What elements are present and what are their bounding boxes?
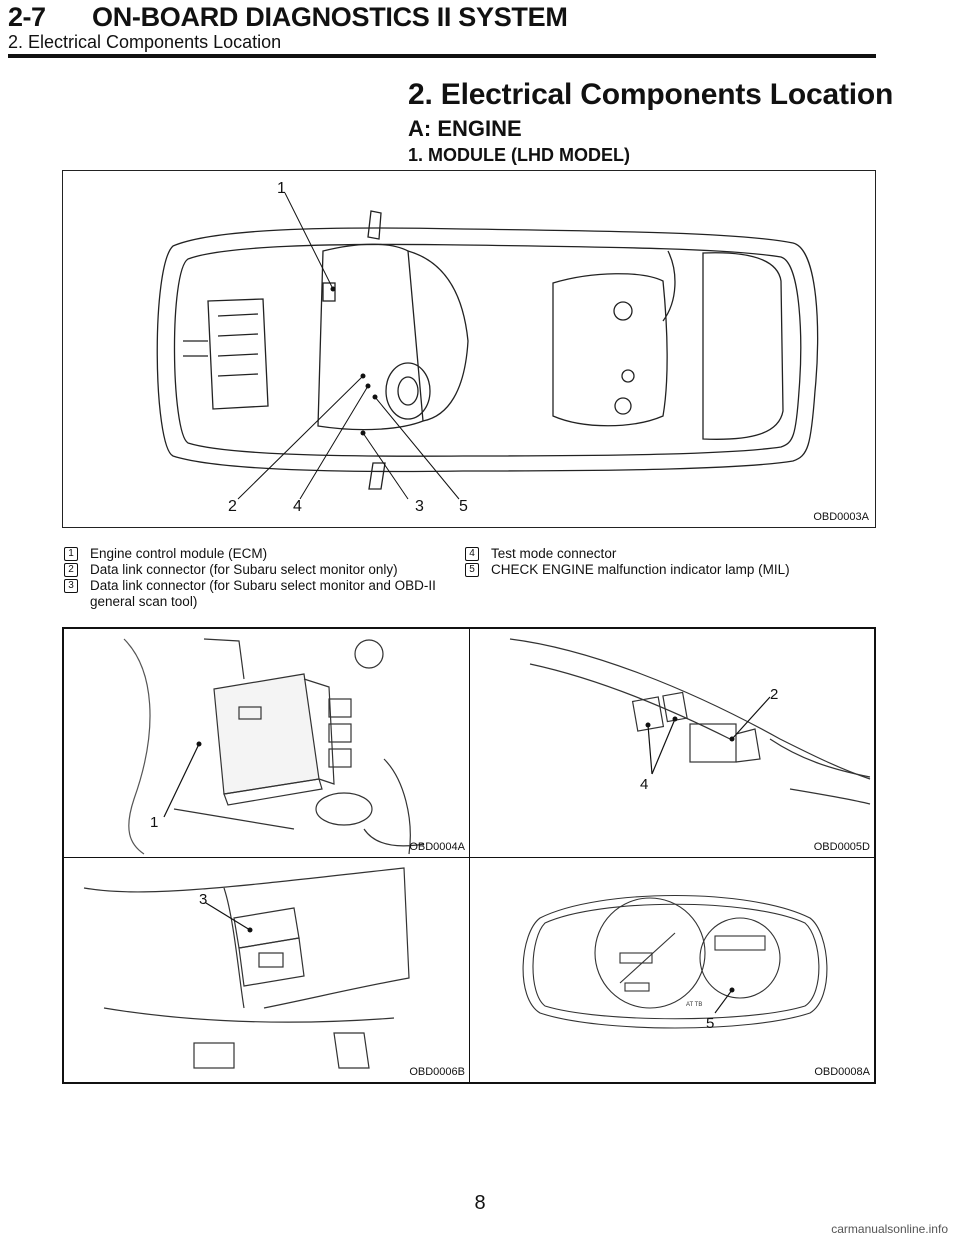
subheading-engine: A: ENGINE [408, 116, 522, 141]
photo-combination-meter: AT TB 5 OBD0008A [470, 858, 874, 1082]
legend-number: 1 [64, 547, 78, 561]
figure-callout-1: 1 [277, 180, 286, 197]
figure-callout-2: 2 [228, 498, 237, 515]
legend-number: 5 [465, 563, 479, 577]
legend-left: 1 Engine control module (ECM) 2 Data lin… [64, 546, 454, 610]
legend-text: Engine control module (ECM) [90, 546, 268, 561]
legend-number: 3 [64, 579, 78, 593]
photo-code: OBD0008A [814, 1066, 870, 1078]
page-header-subtitle: 2. Electrical Components Location [8, 32, 282, 52]
photo-callout-3: 3 [199, 891, 207, 908]
photo-grid: 1 OBD0004A 4 2 OBD0005D [62, 627, 876, 1084]
legend-number: 2 [64, 563, 78, 577]
section-number: 2-7 [8, 2, 46, 32]
photo-callout-4: 4 [640, 776, 648, 793]
vehicle-layout-figure: 1 2 4 3 5 OBD0003A [62, 170, 876, 528]
photo-code: OBD0006B [409, 1066, 465, 1078]
legend-item-2: 2 Data link connector (for Subaru select… [64, 562, 454, 578]
section-heading: 2. Electrical Components Location [408, 78, 894, 111]
legend-text: Data link connector (for Subaru select m… [90, 578, 436, 609]
legend-item-4: 4 Test mode connector [465, 546, 875, 562]
figure-callout-5: 5 [459, 498, 468, 515]
legend-text: CHECK ENGINE malfunction indicator lamp … [491, 562, 790, 577]
ecm-drawing: 1 [123, 638, 425, 855]
legend-number: 4 [465, 547, 479, 561]
photo-callout-5: 5 [706, 1015, 714, 1032]
vehicle-layout-drawing: 1 2 4 3 5 [156, 180, 819, 515]
legend-text: Test mode connector [491, 546, 617, 561]
page-number: 8 [474, 1192, 486, 1214]
watermark: carmanualsonline.info [831, 1222, 948, 1236]
legend-right: 4 Test mode connector 5 CHECK ENGINE mal… [465, 546, 875, 578]
legend-item-5: 5 CHECK ENGINE malfunction indicator lam… [465, 562, 875, 578]
photo-code: OBD0004A [409, 841, 465, 853]
photo-code: OBD0005D [813, 841, 870, 853]
legend-text: Data link connector (for Subaru select m… [90, 562, 398, 577]
figure-callout-4: 4 [293, 498, 302, 515]
subheading-module: 1. MODULE (LHD MODEL) [408, 145, 630, 165]
svg-text:AT TB: AT TB [686, 1002, 702, 1008]
photo-ecm: 1 OBD0004A [64, 629, 470, 858]
meter-drawing: AT TB 5 [522, 895, 828, 1032]
photo-callout-1: 1 [150, 814, 158, 831]
photo-data-link-connector: 3 OBD0006B [64, 858, 470, 1082]
legend-item-1: 1 Engine control module (ECM) [64, 546, 454, 562]
dlc-drawing: 3 [83, 867, 410, 1069]
legend-item-3: 3 Data link connector (for Subaru select… [64, 578, 454, 610]
test-connector-drawing: 4 2 [509, 638, 871, 805]
photo-test-connector: 4 2 OBD0005D [470, 629, 874, 858]
header-rule [8, 54, 876, 58]
figure-code: OBD0003A [813, 511, 869, 523]
photo-callout-2: 2 [770, 686, 778, 703]
figure-callout-3: 3 [415, 498, 424, 515]
page-header-title: ON-BOARD DIAGNOSTICS II SYSTEM [92, 2, 568, 32]
